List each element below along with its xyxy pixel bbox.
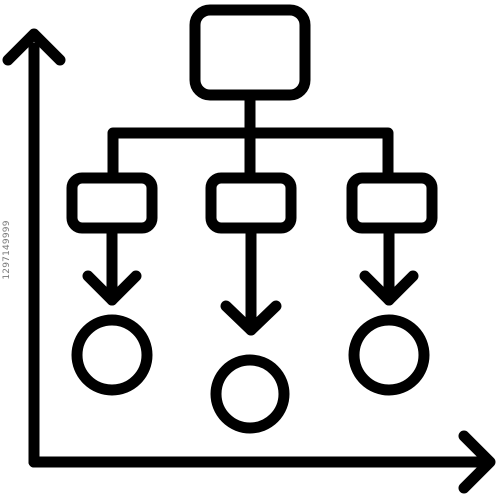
child-node-right <box>346 172 438 234</box>
flow-arrows <box>82 222 419 336</box>
branch-connectors <box>107 89 394 184</box>
stock-id-watermark: 1297149999 <box>2 220 12 280</box>
child-node-left <box>66 172 158 234</box>
arrow-down-icon <box>359 270 419 306</box>
circle-right <box>348 314 430 396</box>
axes <box>2 28 496 494</box>
x-axis-arrow-icon <box>458 430 496 494</box>
arrow-down-icon <box>220 300 282 336</box>
branch-bar <box>107 127 394 184</box>
child-node-center <box>205 172 297 234</box>
child-nodes <box>66 172 438 234</box>
circle-left <box>71 314 153 396</box>
circle-center <box>210 354 290 434</box>
output-circles <box>71 314 430 434</box>
y-axis-arrow-icon <box>2 28 66 66</box>
arrow-down-icon <box>82 270 142 306</box>
root-node <box>189 4 311 101</box>
